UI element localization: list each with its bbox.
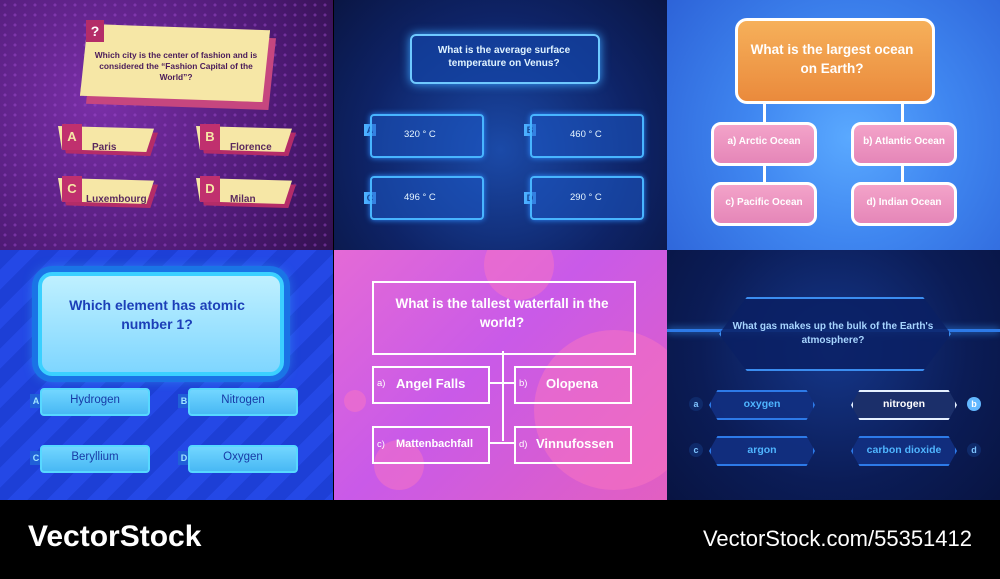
quiz-panel-element: Which element has atomic number 1? A Hyd…	[0, 250, 333, 500]
connector-line	[763, 164, 766, 184]
quiz-panel-venus: What is the average surface temperature …	[334, 0, 667, 250]
question-text: Which element has atomic number 1?	[69, 297, 245, 332]
answer-label: Nitrogen	[221, 394, 265, 406]
question-box	[410, 34, 600, 84]
answer-option-c[interactable]	[372, 426, 490, 464]
answer-option-d[interactable]	[530, 176, 644, 220]
connector-line	[901, 164, 904, 184]
connector-line	[901, 100, 904, 126]
question-text: What is the largest ocean on Earth?	[750, 42, 914, 76]
answer-label: argon	[747, 444, 777, 456]
answer-letter: A	[62, 124, 82, 150]
quiz-panel-fashion: ? Which city is the center of fashion an…	[0, 0, 333, 250]
question-text: What is the average surface temperature …	[437, 45, 571, 69]
answer-option-a[interactable]	[711, 122, 817, 166]
answer-label: a) Arctic Ocean	[727, 136, 801, 147]
connector-line	[490, 382, 514, 384]
answer-option-b[interactable]	[514, 366, 632, 404]
quiz-panel-waterfall: What is the tallest waterfall in the wor…	[334, 250, 667, 500]
answer-option-b[interactable]	[851, 122, 957, 166]
question-box	[80, 24, 270, 102]
answer-option-a[interactable]	[370, 114, 484, 158]
answer-option-b[interactable]	[530, 114, 644, 158]
answer-letter: d)	[519, 439, 528, 450]
answer-option-d[interactable]	[188, 445, 298, 473]
vectorstock-logo: VectorStock	[28, 520, 202, 553]
answer-label: Angel Falls	[396, 376, 466, 391]
answer-option-c[interactable]	[40, 445, 150, 473]
answer-label: Luxembourg	[86, 194, 147, 205]
answer-letter: c	[689, 443, 703, 457]
answer-option-b[interactable]: nitrogen	[851, 390, 957, 420]
answer-letter: C	[30, 451, 42, 465]
answer-label: d) Indian Ocean	[866, 197, 942, 208]
quiz-panel-ocean: What is the largest ocean on Earth? a) A…	[667, 0, 1000, 250]
answer-label: 496 ° C	[404, 192, 436, 203]
answer-option-a[interactable]: oxygen	[709, 390, 815, 420]
answer-label: carbon dioxide	[866, 444, 942, 456]
answer-label: Vinnufossen	[536, 436, 614, 451]
answer-letter: A	[30, 394, 42, 408]
answer-letter: b	[967, 397, 981, 411]
question-text: Which city is the center of fashion and …	[94, 50, 258, 82]
watermark-footer: VectorStock VectorStock.com/55351412	[0, 500, 1000, 579]
connector-line	[763, 100, 766, 126]
answer-option-d[interactable]	[851, 182, 957, 226]
answer-label: Oxygen	[223, 451, 263, 463]
answer-label: Olopena	[546, 376, 599, 391]
question-box	[719, 297, 951, 371]
answer-label: 320 ° C	[404, 129, 436, 140]
answer-letter: D	[200, 176, 220, 202]
quiz-panel-atmosphere: What gas makes up the bulk of the Earth'…	[667, 250, 1000, 500]
answer-option-a[interactable]	[40, 388, 150, 416]
image-url: VectorStock.com/55351412	[702, 526, 972, 551]
answer-label: Milan	[230, 194, 256, 205]
answer-label: 460 ° C	[570, 129, 602, 140]
answer-option-c[interactable]	[370, 176, 484, 220]
answer-letter: B	[178, 394, 190, 408]
answer-label: c) Pacific Ocean	[725, 197, 803, 208]
answer-letter: c)	[377, 439, 385, 450]
question-mark-badge: ?	[86, 20, 104, 42]
decor-bubble	[374, 440, 424, 490]
answer-letter: d	[967, 443, 981, 457]
answer-label: Beryllium	[71, 451, 119, 463]
answer-option-b[interactable]	[188, 388, 298, 416]
question-box	[372, 281, 636, 355]
answer-label: b) Atlantic Ocean	[863, 136, 945, 147]
answer-label: Hydrogen	[70, 394, 120, 406]
answer-letter: b)	[519, 378, 528, 389]
connector-line	[490, 442, 514, 444]
decor-bubble	[344, 390, 366, 412]
answer-option-c[interactable]: argon	[709, 436, 815, 466]
answer-label: Mattenbachfall	[396, 438, 474, 450]
answer-label: 290 ° C	[570, 192, 602, 203]
answer-letter: C	[62, 176, 82, 202]
answer-label: Florence	[230, 142, 272, 153]
question-box	[735, 18, 935, 104]
answer-label: Paris	[92, 142, 117, 153]
question-box	[38, 272, 284, 376]
answer-label: nitrogen	[883, 398, 925, 410]
answer-letter: D	[178, 451, 190, 465]
answer-option-a[interactable]	[372, 366, 490, 404]
answer-letter: B	[200, 124, 220, 150]
answer-label: oxygen	[743, 398, 781, 410]
answer-option-c[interactable]	[711, 182, 817, 226]
question-text: What gas makes up the bulk of the Earth'…	[732, 321, 934, 346]
answer-letter: a	[689, 397, 703, 411]
connector-line	[502, 351, 504, 441]
quiz-grid: ? Which city is the center of fashion an…	[0, 0, 1000, 500]
answer-option-d[interactable]	[514, 426, 632, 464]
question-text: What is the tallest waterfall in the wor…	[395, 296, 609, 330]
answer-option-d[interactable]: carbon dioxide	[851, 436, 957, 466]
answer-letter: a)	[377, 378, 386, 389]
